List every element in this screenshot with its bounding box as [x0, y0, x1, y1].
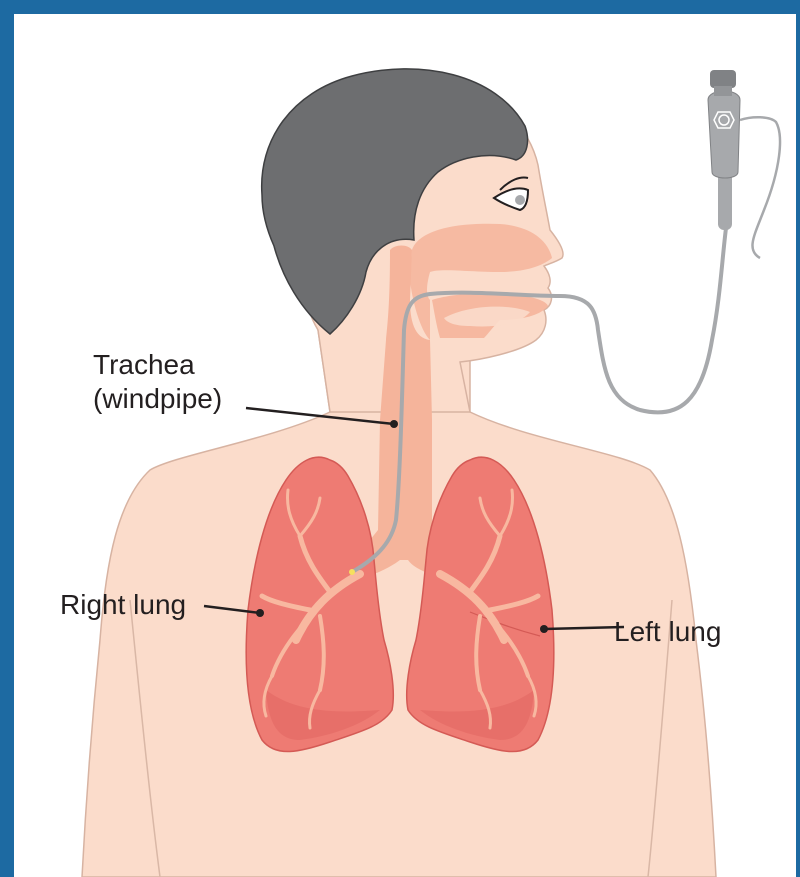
trachea-label-line2: (windpipe) — [93, 382, 222, 416]
trachea-label: Trachea (windpipe) — [93, 348, 222, 416]
right-lung-leader-dot — [256, 609, 264, 617]
bronchoscope-handle — [708, 70, 780, 258]
right-lung-label: Right lung — [60, 588, 186, 622]
trachea-leader-dot — [390, 420, 398, 428]
trachea-label-line1: Trachea — [93, 348, 222, 382]
left-lung-leader-dot — [540, 625, 548, 633]
scope-tip-light — [349, 569, 355, 575]
iris — [515, 195, 525, 205]
left-lung-label: Left lung — [614, 615, 721, 649]
